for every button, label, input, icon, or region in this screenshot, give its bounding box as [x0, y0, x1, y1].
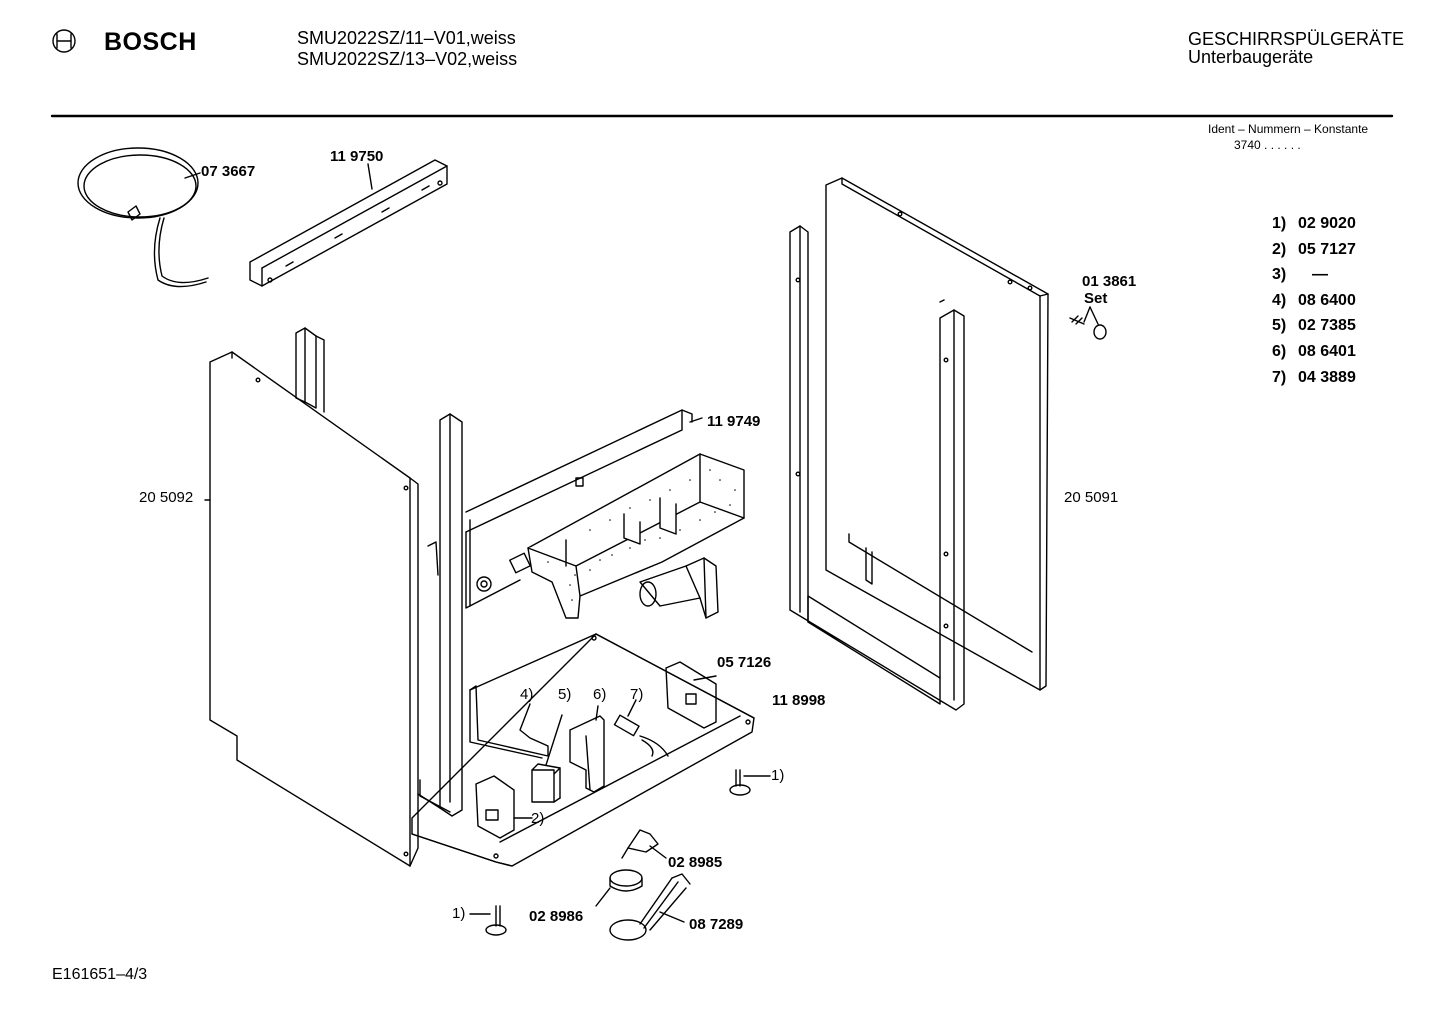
duct-texture: [547, 469, 736, 601]
part-label-028986: 02 8986: [529, 908, 584, 925]
callout-6: 6): [593, 686, 607, 703]
relay-part-6: [569, 705, 605, 793]
left-side-panel-part: [204, 351, 419, 867]
callout-7: 7): [630, 686, 644, 703]
part-label-118998: 11 8998: [772, 692, 826, 709]
screw-set-part: [1069, 306, 1107, 340]
drawing-id: E161651–4/3: [52, 966, 148, 983]
brand-name: BOSCH: [104, 28, 197, 56]
legend-row: 2) 05 7127: [1272, 237, 1356, 263]
top-rail-part: [249, 159, 448, 287]
ident-value: 3740 . . . . . .: [1234, 138, 1301, 152]
legend-row: 4) 08 6400: [1272, 288, 1356, 314]
part-label-set: Set: [1084, 290, 1108, 307]
legend-num: 7): [1272, 368, 1287, 386]
legend-part: 02 9020: [1298, 215, 1356, 232]
model-line-2: SMU2022SZ/13–V02,weiss: [297, 49, 518, 69]
part-label-057126: 05 7126: [717, 654, 772, 671]
legend-num: 6): [1272, 342, 1287, 360]
part-label-087289: 08 7289: [689, 916, 744, 933]
legend-part: —: [1312, 266, 1328, 284]
capacitor-part-7: [613, 699, 669, 757]
legend-list: 1) 02 9020 2) 05 7127 3) — 4) 08 6400 5) 02 7…: [1272, 211, 1356, 390]
duct-connector-part: [639, 557, 719, 619]
bosch-logo-icon: [52, 29, 76, 53]
part-label-119750: 11 9750: [330, 148, 384, 165]
air-duct-part: [527, 453, 745, 619]
part-label-028985: 02 8985: [668, 854, 723, 871]
legend-part: 04 3889: [1298, 368, 1356, 386]
legend-num: 4): [1272, 291, 1287, 309]
legend-num: 5): [1272, 317, 1287, 335]
ident-title: Ident – Nummern – Konstante: [1208, 122, 1369, 136]
callout-1-foot-lower: 1): [452, 905, 466, 922]
part-label-073667: 07 3667: [201, 163, 256, 180]
subcategory-title: Unterbaugeräte: [1188, 47, 1314, 67]
sensor-part: [621, 829, 667, 859]
legend-part: 08 6400: [1298, 291, 1356, 309]
hose-part: [609, 873, 691, 941]
float-part: [595, 869, 643, 907]
callout-2: 2): [531, 810, 545, 827]
part-label-205091: 20 5091: [1064, 489, 1119, 506]
legend-part: 02 7385: [1298, 317, 1356, 335]
model-line-1: SMU2022SZ/11–V01,weiss: [297, 28, 516, 48]
legend-row: 1) 02 9020: [1272, 211, 1356, 237]
back-panel-part: [465, 409, 703, 609]
left-upright-profile-part: [295, 327, 463, 817]
legend-row: 7) 04 3889: [1272, 365, 1356, 391]
callout-4: 4): [520, 686, 534, 703]
power-cord-part: [77, 147, 209, 288]
wire-clip-part-4: [469, 685, 549, 759]
legend-num: 3): [1272, 266, 1287, 284]
callout-5: 5): [558, 686, 572, 703]
legend-row: 6) 08 6401: [1272, 339, 1356, 365]
hose-holder-part: [475, 775, 533, 839]
right-frame-part: [789, 225, 965, 711]
part-label-205092: 20 5092: [139, 489, 194, 506]
adjustable-foot-part-b: [469, 905, 507, 936]
legend-num: 1): [1272, 215, 1287, 232]
legend-part: 08 6401: [1298, 342, 1356, 360]
legend-row: 3) —: [1272, 262, 1356, 288]
legend-num: 2): [1272, 240, 1287, 258]
callout-1-foot: 1): [771, 767, 785, 784]
terminal-block-part-5: [531, 714, 563, 803]
right-side-panel-part: [825, 177, 1049, 691]
base-plate-part: [411, 633, 755, 867]
category-title: GESCHIRRSPÜLGERÄTE: [1188, 29, 1405, 49]
part-label-013861: 01 3861: [1082, 273, 1137, 290]
bracket-part: [665, 661, 717, 729]
legend-part: 05 7127: [1298, 240, 1356, 258]
legend-row: 5) 02 7385: [1272, 313, 1356, 339]
part-label-119749: 11 9749: [707, 413, 761, 430]
adjustable-foot-part-a: [729, 769, 771, 796]
